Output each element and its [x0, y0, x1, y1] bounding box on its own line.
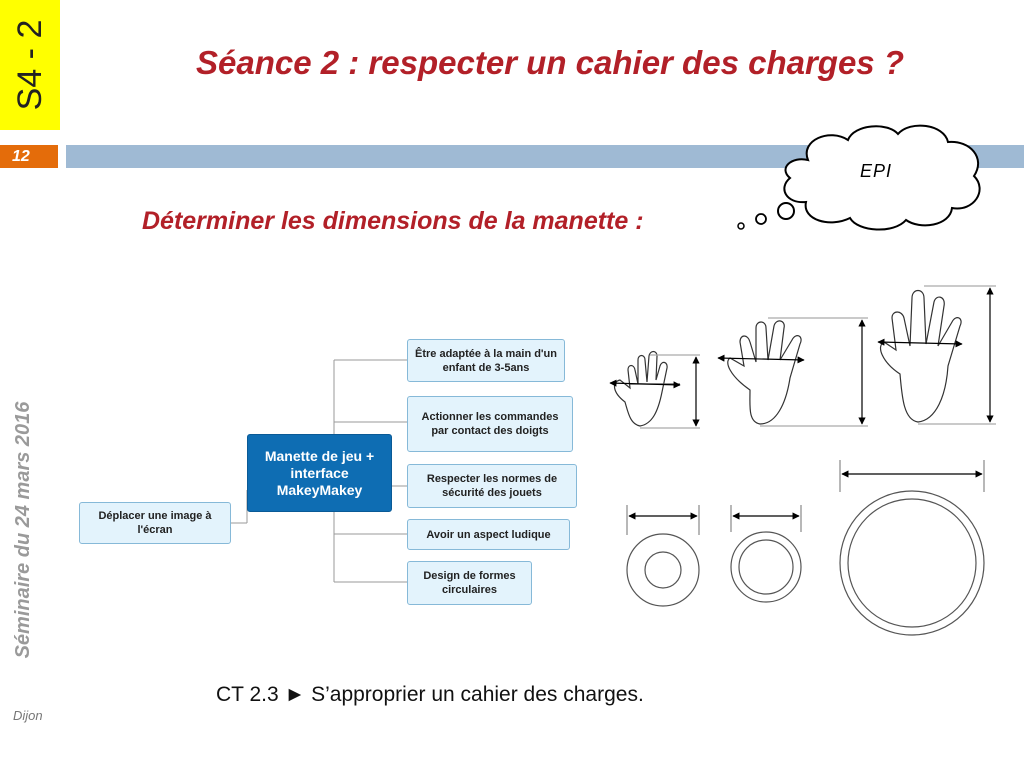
header-bar [66, 145, 1024, 168]
location-label: Dijon [13, 708, 43, 723]
thought-cloud-icon [737, 124, 981, 231]
small-ring-icon [626, 505, 700, 607]
medium-hand-icon [717, 317, 868, 427]
mindmap-left-node: Déplacer une image à l'écran [79, 502, 231, 544]
slide-title: Séance 2 : respecter un cahier des charg… [195, 44, 904, 81]
slide-number: 12 [12, 148, 30, 165]
slide-number-box [0, 145, 58, 168]
medium-ring-icon [730, 505, 802, 603]
chapter-badge: S4 - 2 [0, 0, 60, 130]
hands-and-rings-illustration [609, 285, 996, 636]
mindmap-branch-node: Avoir un aspect ludique [407, 519, 570, 550]
mindmap-center-node: Manette de jeu + interface MakeyMakey [247, 434, 392, 512]
mindmap-branch-node: Design de formes circulaires [407, 561, 532, 605]
mindmap-branch-node: Respecter les normes de sécurité des jou… [407, 464, 577, 508]
large-ring-icon [839, 460, 985, 636]
mindmap-branch-node: Être adaptée à la main d'un enfant de 3-… [407, 339, 565, 382]
mindmap-branch-node: Actionner les commandes par contact des … [407, 396, 573, 452]
small-hand-icon [609, 350, 700, 429]
large-hand-icon [877, 285, 996, 425]
section-subtitle: Déterminer les dimensions de la manette … [142, 207, 644, 235]
competence-statement: CT 2.3 ► S’approprier un cahier des char… [216, 683, 644, 706]
cloud-label: EPI [860, 161, 893, 181]
